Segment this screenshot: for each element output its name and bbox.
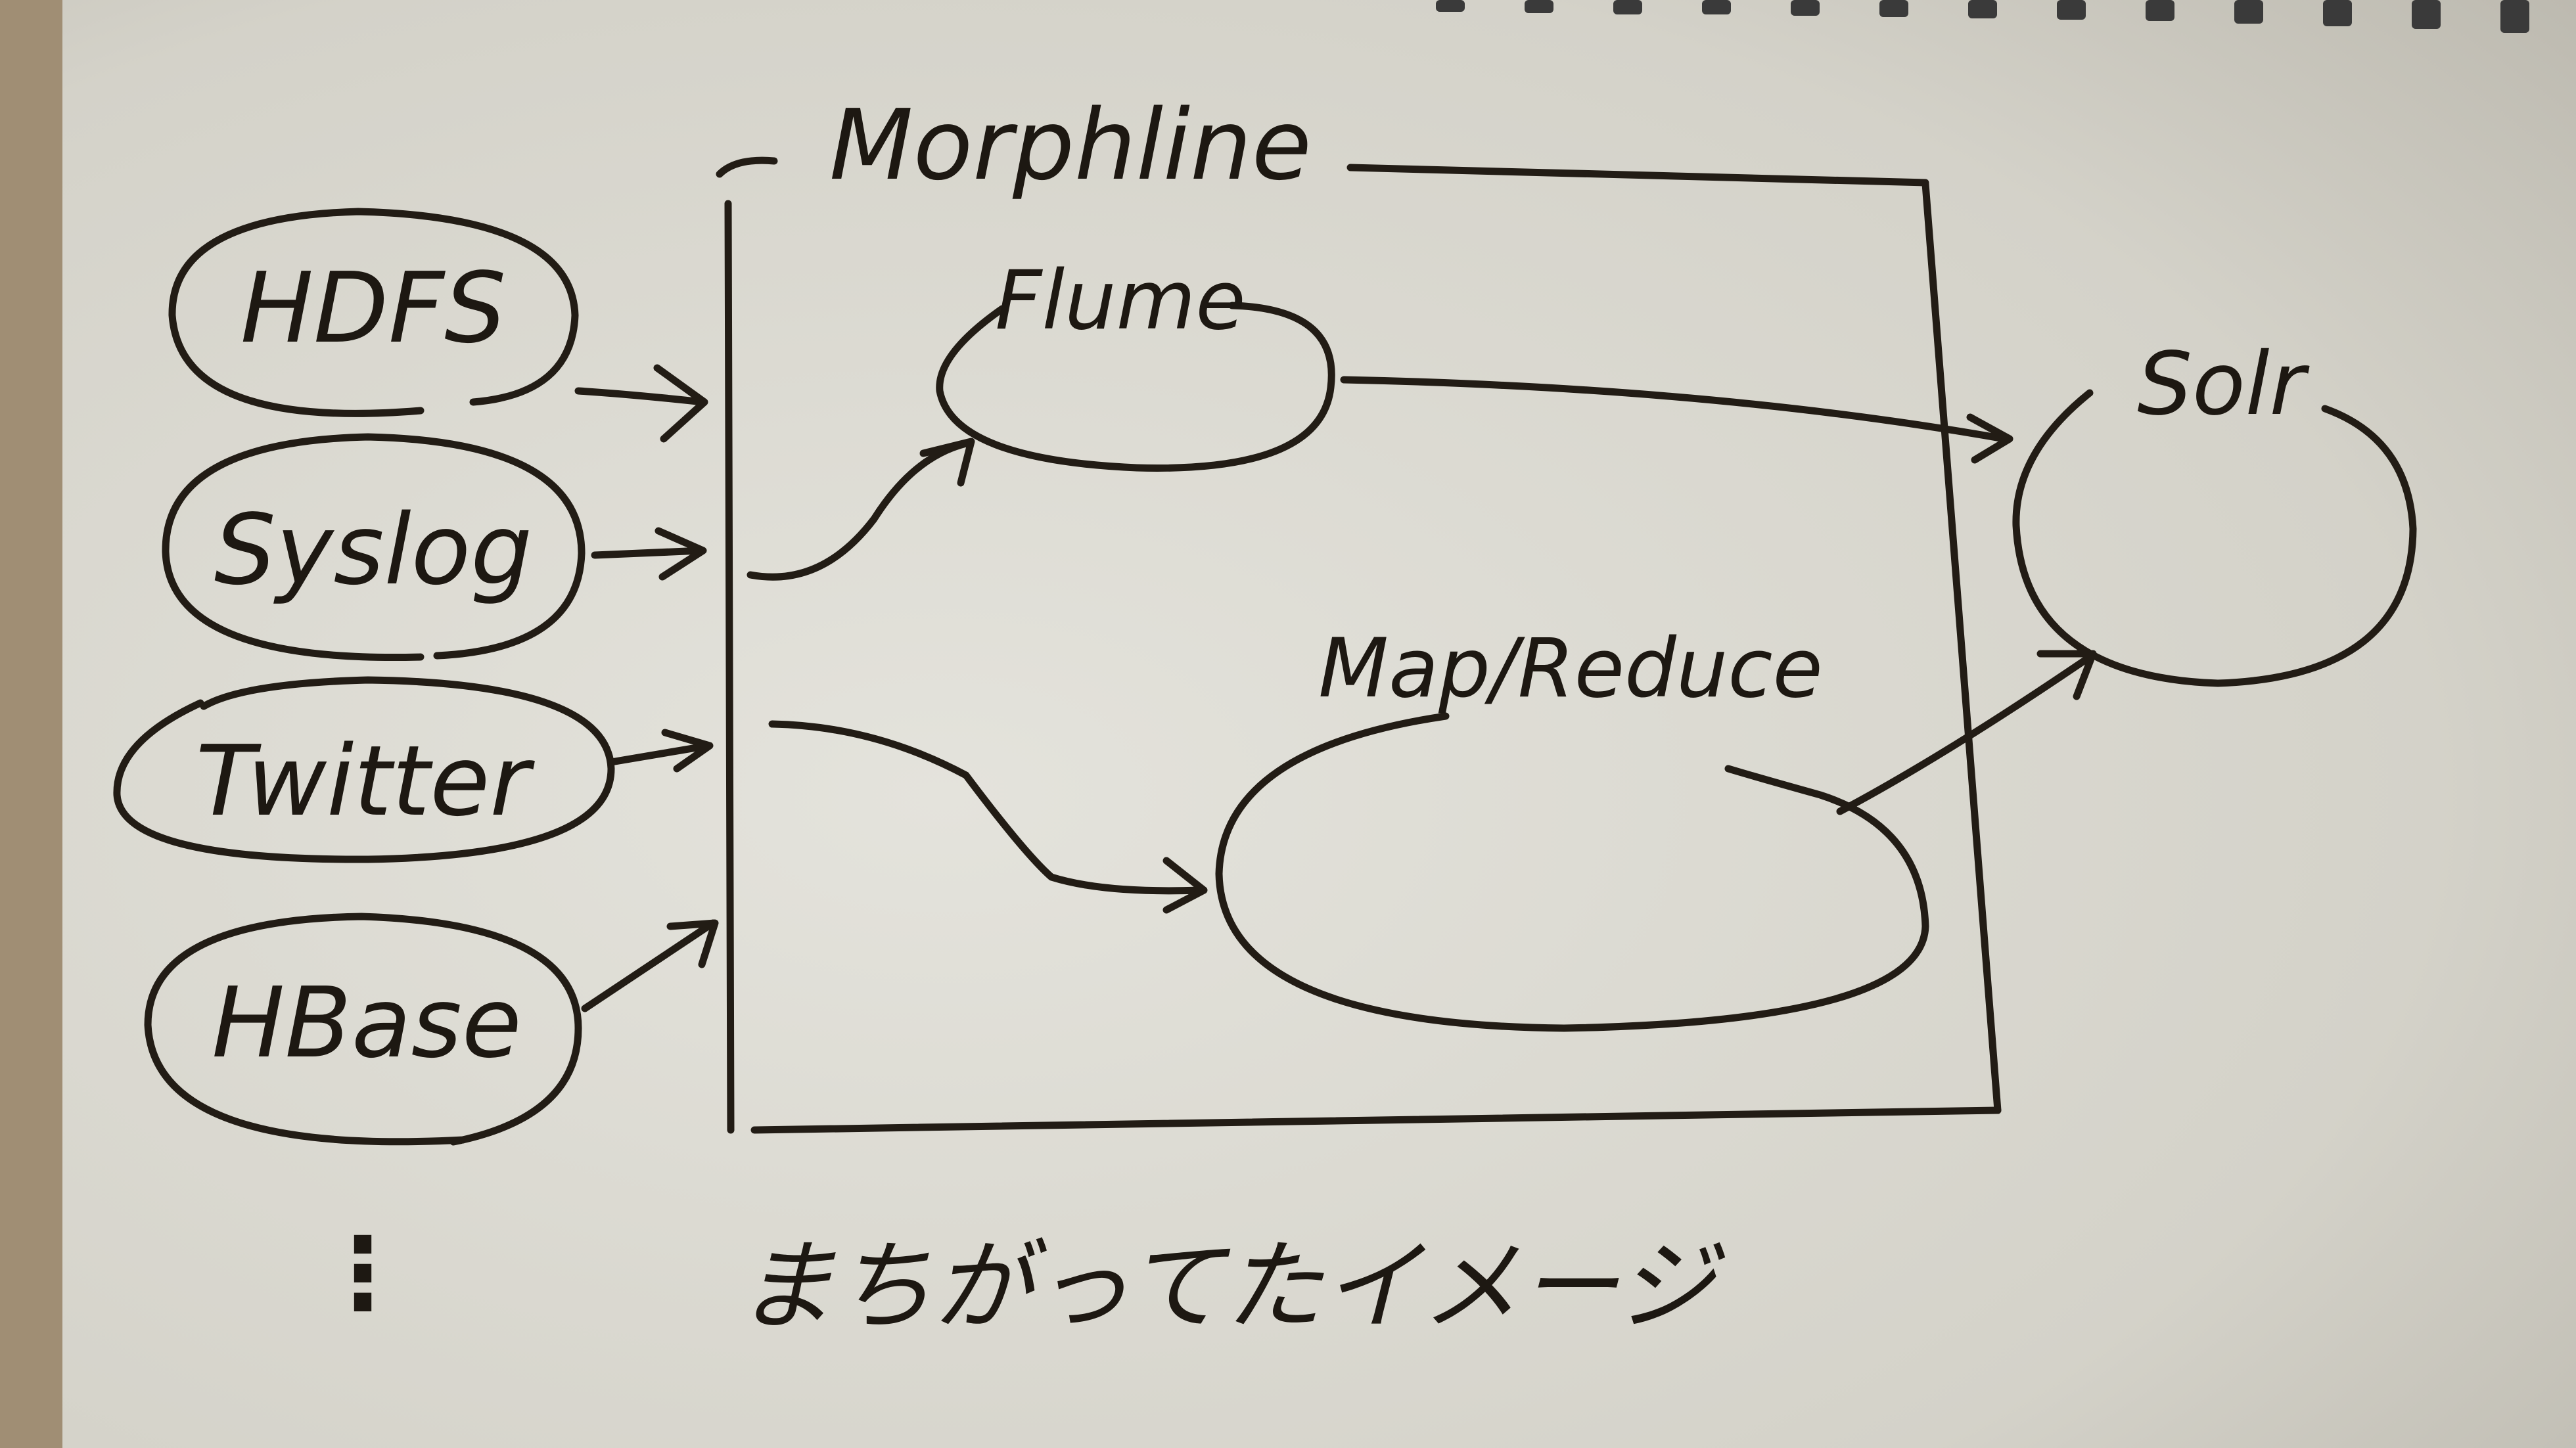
source-label-hdfs: HDFS (241, 252, 506, 365)
spiral-binding (1436, 0, 2529, 33)
paper-sheet (62, 0, 2576, 1448)
morphline-frame (716, 156, 2002, 1134)
source-label-hbase: HBase (212, 966, 522, 1079)
node-label-mapreduce: Map/Reduce (1318, 622, 1823, 716)
node-label-solr: Solr (2137, 334, 2310, 435)
frame-title-morphline: Morphline (829, 89, 1312, 202)
source-twitter: Twitter (113, 676, 615, 863)
internal-arrows (747, 376, 2097, 914)
node-flume: Flume (936, 254, 1335, 472)
source-hdfs: HDFS (168, 208, 579, 417)
node-solr: Solr (2012, 334, 2417, 687)
source-label-twitter: Twitter (196, 725, 536, 838)
source-hbase: HBase (144, 913, 582, 1146)
source-syslog: Syslog (162, 433, 586, 662)
source-arrows (574, 364, 719, 1012)
more-sources-ellipsis: ⋮ (313, 1217, 412, 1331)
node-mapreduce: Map/Reduce (1215, 622, 1929, 1032)
caption-text: まちがってたイメージ (736, 1230, 1726, 1344)
source-label-syslog: Syslog (214, 493, 532, 606)
node-label-flume: Flume (995, 254, 1245, 348)
